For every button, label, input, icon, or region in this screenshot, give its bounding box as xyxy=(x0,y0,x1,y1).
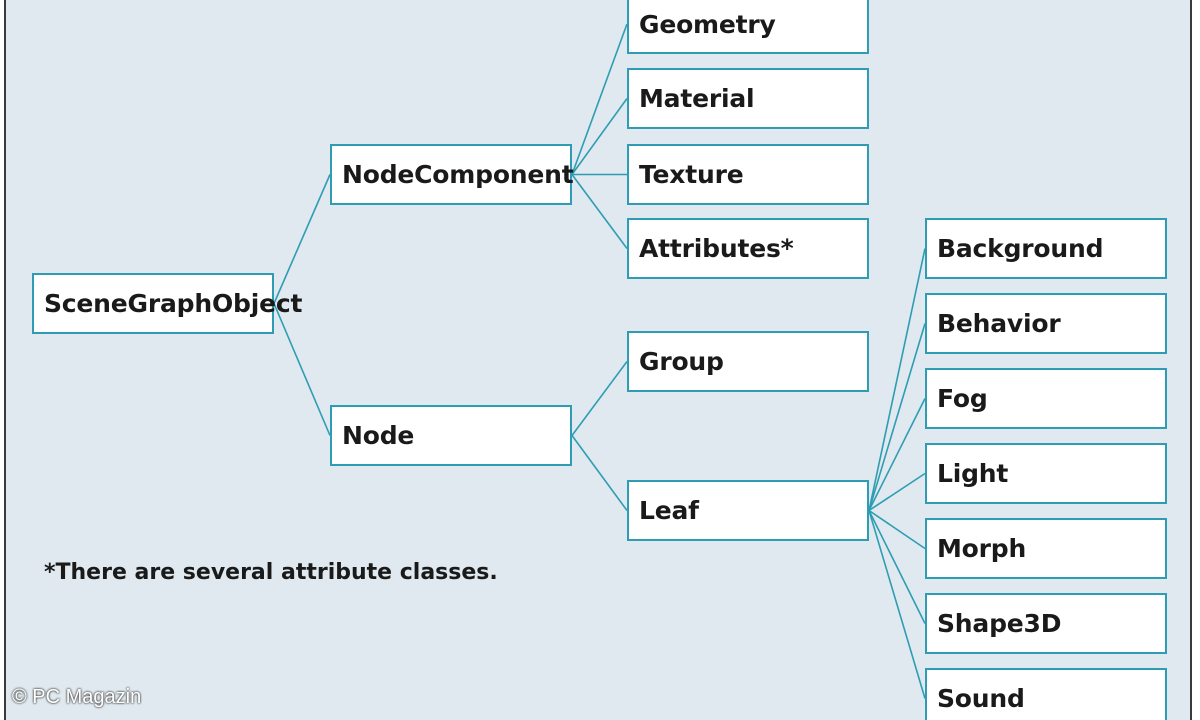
connector-leaf-fog xyxy=(868,398,926,511)
node-texture: Texture xyxy=(627,144,869,205)
node-light: Light xyxy=(925,443,1167,504)
watermark: © PC Magazin xyxy=(12,686,142,708)
connector-leaf-shape3d xyxy=(868,510,926,624)
connector-leaf-background xyxy=(868,248,926,511)
node-node-component: NodeComponent xyxy=(330,144,574,205)
node-sound: Sound xyxy=(925,668,1167,720)
node-behavior: Behavior xyxy=(925,293,1167,354)
node-fog: Fog xyxy=(925,368,1167,429)
node-geometry: Geometry xyxy=(627,0,869,54)
connector-node_component-geometry xyxy=(571,23,628,175)
connector-leaf-sound xyxy=(868,510,926,699)
connector-leaf-morph xyxy=(868,509,926,550)
connector-scene_graph_object-node xyxy=(273,303,331,436)
node-scene-graph-object: SceneGraphObject xyxy=(32,273,302,334)
connector-leaf-light xyxy=(868,472,926,512)
connector-node-group xyxy=(571,361,628,436)
node-material: Material xyxy=(627,68,869,129)
node-attributes: Attributes* xyxy=(627,218,869,279)
node-background: Background xyxy=(925,218,1167,279)
connector-node_component-attributes xyxy=(571,174,628,249)
node-shape3d: Shape3D xyxy=(925,593,1167,654)
connector-node_component-material xyxy=(571,98,628,175)
connector-node-leaf xyxy=(571,435,628,511)
node-group: Group xyxy=(627,331,869,392)
connector-leaf-behavior xyxy=(868,323,926,511)
footnote: *There are several attribute classes. xyxy=(44,560,498,585)
node-node: Node xyxy=(330,405,572,466)
node-morph: Morph xyxy=(925,518,1167,579)
node-leaf: Leaf xyxy=(627,480,869,541)
connector-scene_graph_object-node_component xyxy=(273,174,331,304)
